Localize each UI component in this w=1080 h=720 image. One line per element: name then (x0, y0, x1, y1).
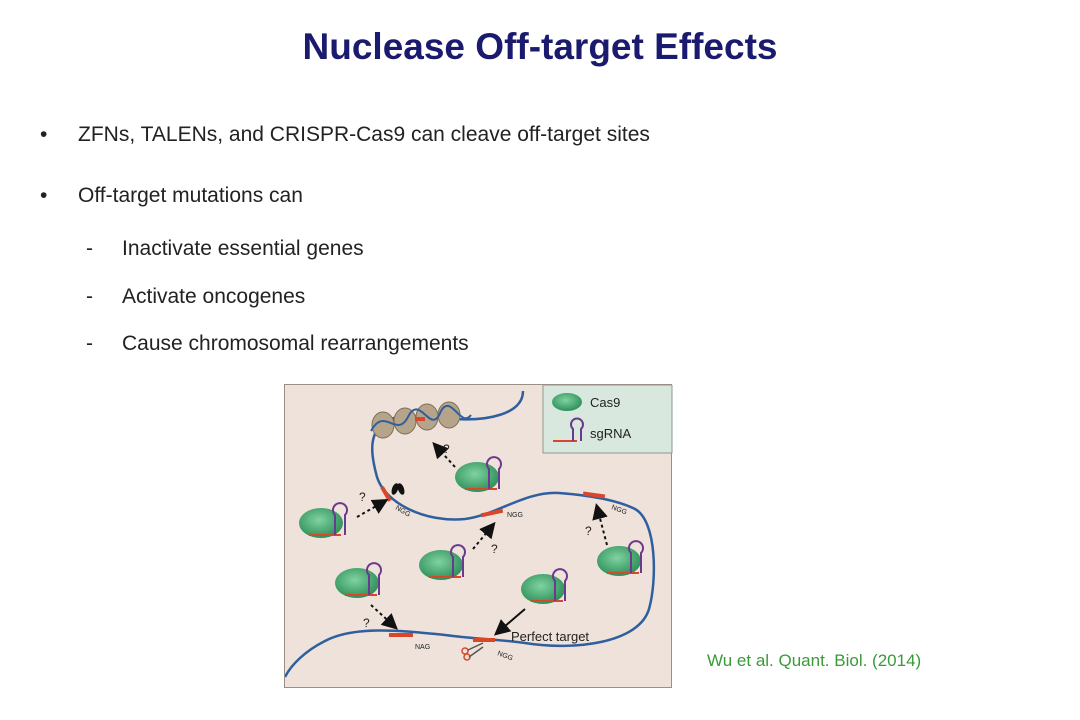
legend-cas9-label: Cas9 (590, 395, 620, 410)
dotted-arrows (356, 442, 608, 630)
question-mark: ? (363, 616, 370, 630)
cas9-complex (335, 562, 382, 598)
sub-marker: - (86, 285, 93, 308)
site-label: NGG (496, 650, 513, 662)
bullet-item-2: • Off-target mutations can (40, 184, 840, 212)
solid-arrow (493, 608, 526, 636)
question-mark: ? (585, 524, 592, 538)
sub-text: Activate oncogenes (122, 285, 306, 308)
legend-cas9-icon (552, 393, 582, 411)
off-target-diagram: Cas9 sgRNA (284, 384, 673, 688)
question-mark: ? (359, 490, 366, 504)
bullet-marker: • (40, 184, 48, 207)
bullet-marker: • (40, 123, 48, 146)
sub-marker: - (86, 332, 93, 355)
bullet-item-1: • ZFNs, TALENs, and CRISPR-Cas9 can clea… (40, 123, 840, 151)
site-label: NAG (415, 644, 430, 651)
sub-item-2: - Activate oncogenes (86, 285, 686, 313)
sub-marker: - (86, 237, 93, 260)
citation: Wu et al. Quant. Biol. (2014) (707, 651, 922, 670)
cas9-complex (521, 568, 568, 604)
cas9-complex (455, 456, 502, 492)
legend-sgrna-label: sgRNA (590, 426, 632, 441)
scissors-icon (461, 642, 484, 661)
site-label: NGG (507, 512, 523, 519)
target-sites (380, 486, 606, 642)
diagram-svg: Cas9 sgRNA (285, 385, 673, 678)
sub-text: Cause chromosomal rearrangements (122, 332, 469, 355)
question-mark: ? (491, 542, 498, 556)
cas9-complex (597, 540, 644, 576)
slide-title: Nuclease Off-target Effects (302, 26, 778, 67)
sub-text: Inactivate essential genes (122, 237, 364, 260)
legend-sgrna-icon (553, 417, 584, 442)
sub-item-1: - Inactivate essential genes (86, 237, 686, 265)
cas9-complex (419, 544, 466, 580)
sub-item-3: - Cause chromosomal rearrangements (86, 332, 686, 360)
cas9-complex (299, 502, 348, 538)
bullet-text: Off-target mutations can (78, 184, 303, 207)
bullet-text: ZFNs, TALENs, and CRISPR-Cas9 can cleave… (78, 123, 650, 146)
dsb-mark (391, 483, 405, 495)
perfect-target-label: Perfect target (511, 629, 589, 644)
chromatin-nucleosomes (370, 401, 472, 439)
site-label: NGG (394, 505, 411, 519)
question-mark: ? (443, 442, 450, 456)
